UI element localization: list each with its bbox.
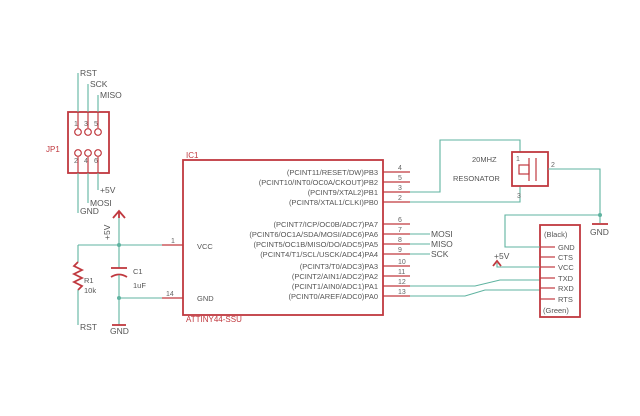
svg-text:(PCINT8/XTAL1/CLKI)PB0: (PCINT8/XTAL1/CLKI)PB0	[289, 198, 378, 207]
ic1-pin-row: (PCINT11/RESET/DW)PB3 4	[287, 165, 410, 177]
ic1-right-pins: (PCINT11/RESET/DW)PB3 4 (PCINT10/INT0/OC…	[249, 165, 410, 301]
net-mosi-ic: MOSI	[431, 229, 453, 239]
r1-name: R1	[84, 276, 94, 285]
svg-text:(PCINT5/OC1B/MISO/DO/ADC5)PA5: (PCINT5/OC1B/MISO/DO/ADC5)PA5	[254, 240, 378, 249]
svg-text:5: 5	[398, 175, 402, 182]
ic1-vcc-label: VCC	[197, 242, 213, 251]
net-miso-top: MISO	[100, 90, 122, 100]
svg-text:RTS: RTS	[558, 295, 573, 304]
svg-text:(PCINT4/T1/SCL/USCK/ADC4)PA4: (PCINT4/T1/SCL/USCK/ADC4)PA4	[260, 250, 378, 259]
svg-text:(PCINT1/AIN0/ADC1)PA1: (PCINT1/AIN0/ADC1)PA1	[292, 282, 378, 291]
net-miso-ic: MISO	[431, 239, 453, 249]
resonator-pin-3: 3	[517, 193, 521, 200]
svg-text:GND: GND	[558, 243, 575, 252]
ic1-attiny44[interactable]	[182, 159, 384, 316]
svg-text:CTS: CTS	[558, 253, 573, 262]
svg-text:(PCINT9/XTAL2)PB1: (PCINT9/XTAL2)PB1	[308, 188, 378, 197]
svg-text:TXD: TXD	[558, 274, 574, 283]
svg-text:(PCINT2/AIN1/ADC2)PA2: (PCINT2/AIN1/ADC2)PA2	[292, 272, 378, 281]
net-sck-ic: SCK	[431, 249, 449, 259]
net-rst-top: RST	[80, 68, 97, 78]
svg-text:VCC: VCC	[558, 263, 574, 272]
svg-text:(PCINT7/ICP/OC0B/ADC7)PA7: (PCINT7/ICP/OC0B/ADC7)PA7	[274, 220, 378, 229]
ic1-pin-row: (PCINT0/AREF/ADC0)PA0 13	[289, 289, 410, 301]
ftdi-bottom-label: (Green)	[543, 306, 569, 315]
svg-text:12: 12	[398, 279, 406, 286]
ic1-gnd-label: GND	[197, 294, 214, 303]
c1-name: C1	[133, 267, 143, 276]
r1-resistor[interactable]	[71, 245, 85, 325]
ic1-pin-row: (PCINT4/T1/SCL/USCK/ADC4)PA4 9	[260, 247, 410, 259]
ic1-pin-row: (PCINT6/OC1A/SDA/MOSI/ADC6)PA6 7	[249, 227, 410, 239]
ic1-pin-row: (PCINT9/XTAL2)PB1 3	[308, 185, 410, 197]
jp1-pin-4: 4	[84, 158, 88, 165]
net-gnd-res: GND	[590, 227, 609, 237]
svg-text:8: 8	[398, 237, 402, 244]
jp1-pin-6: 6	[94, 158, 98, 165]
jp1-pin-5: 5	[94, 121, 98, 128]
ic1-vcc-pin: 1	[171, 238, 175, 245]
svg-text:(PCINT11/RESET/DW)PB3: (PCINT11/RESET/DW)PB3	[287, 168, 378, 177]
net-gnd-left: GND	[110, 326, 129, 336]
ic1-pin-row: (PCINT2/AIN1/ADC2)PA2 11	[292, 269, 410, 281]
net-sck-top: SCK	[90, 79, 108, 89]
ic1-gnd-pin: 14	[166, 291, 174, 298]
net-5v-vcc: +5V	[102, 224, 112, 240]
ic1-pin-row: (PCINT7/ICP/OC0B/ADC7)PA7 6	[274, 217, 410, 229]
ftdi-top-label: (Black)	[544, 230, 568, 239]
ftdi-header[interactable]	[539, 224, 581, 318]
svg-text:(PCINT0/AREF/ADC0)PA0: (PCINT0/AREF/ADC0)PA0	[289, 292, 378, 301]
svg-text:2: 2	[398, 195, 402, 202]
ic1-pin-row: (PCINT1/AIN0/ADC1)PA1 12	[292, 279, 410, 291]
ic1-pin-row: (PCINT8/XTAL1/CLKI)PB0 2	[289, 195, 410, 207]
junction-dot	[117, 296, 121, 300]
jp1-pin-2: 2	[74, 158, 78, 165]
net-gnd-jp1: GND	[80, 206, 99, 216]
resonator-frequency: 20MHZ	[472, 155, 497, 164]
svg-text:6: 6	[398, 217, 402, 224]
net-5v-ftdi: +5V	[494, 251, 510, 261]
ftdi-5v-arrow	[492, 259, 502, 267]
jp1-pin-3: 3	[84, 121, 88, 128]
svg-text:9: 9	[398, 247, 402, 254]
svg-text:(PCINT6/OC1A/SDA/MOSI/ADC6)PA6: (PCINT6/OC1A/SDA/MOSI/ADC6)PA6	[249, 230, 378, 239]
svg-text:11: 11	[398, 269, 405, 276]
jp1-header[interactable]: 1 3 5 2 4 6	[67, 111, 110, 174]
net-rst-bottom: RST	[80, 322, 97, 332]
svg-text:(PCINT3/T0/ADC3)PA3: (PCINT3/T0/ADC3)PA3	[300, 262, 378, 271]
svg-text:10: 10	[398, 259, 406, 266]
vcc-arrow	[112, 209, 126, 219]
svg-text:(PCINT10/INT0/OC0A/CKOUT)PB2: (PCINT10/INT0/OC0A/CKOUT)PB2	[259, 178, 378, 187]
c1-value: 1uF	[133, 281, 146, 290]
svg-text:4: 4	[398, 165, 402, 172]
svg-text:7: 7	[398, 227, 402, 234]
ic1-pin-row: (PCINT5/OC1B/MISO/DO/ADC5)PA5 8	[254, 237, 410, 249]
ftdi-pins: GND CTS VCC TXD RXD RTS	[540, 243, 575, 304]
c1-capacitor[interactable]	[110, 245, 128, 325]
svg-text:RXD: RXD	[558, 284, 574, 293]
jp1-name: JP1	[46, 145, 60, 154]
ic1-pin-row: (PCINT10/INT0/OC0A/CKOUT)PB2 5	[259, 175, 410, 187]
gnd-symbol	[592, 215, 608, 225]
resonator-pin-1: 1	[516, 156, 520, 163]
ic1-value: ATTINY44-SSU	[186, 315, 242, 324]
resonator-name: RESONATOR	[453, 174, 500, 183]
r1-value: 10k	[84, 286, 96, 295]
svg-text:3: 3	[398, 185, 402, 192]
net-mosi-jp1: MOSI	[90, 198, 112, 208]
ic1-name: IC1	[186, 151, 199, 160]
resonator-pin-2: 2	[551, 162, 555, 169]
net-5v-jp1: +5V	[100, 185, 116, 195]
jp1-pin-1: 1	[74, 121, 78, 128]
svg-text:13: 13	[398, 289, 406, 296]
ic1-pin-row: (PCINT3/T0/ADC3)PA3 10	[300, 259, 410, 271]
